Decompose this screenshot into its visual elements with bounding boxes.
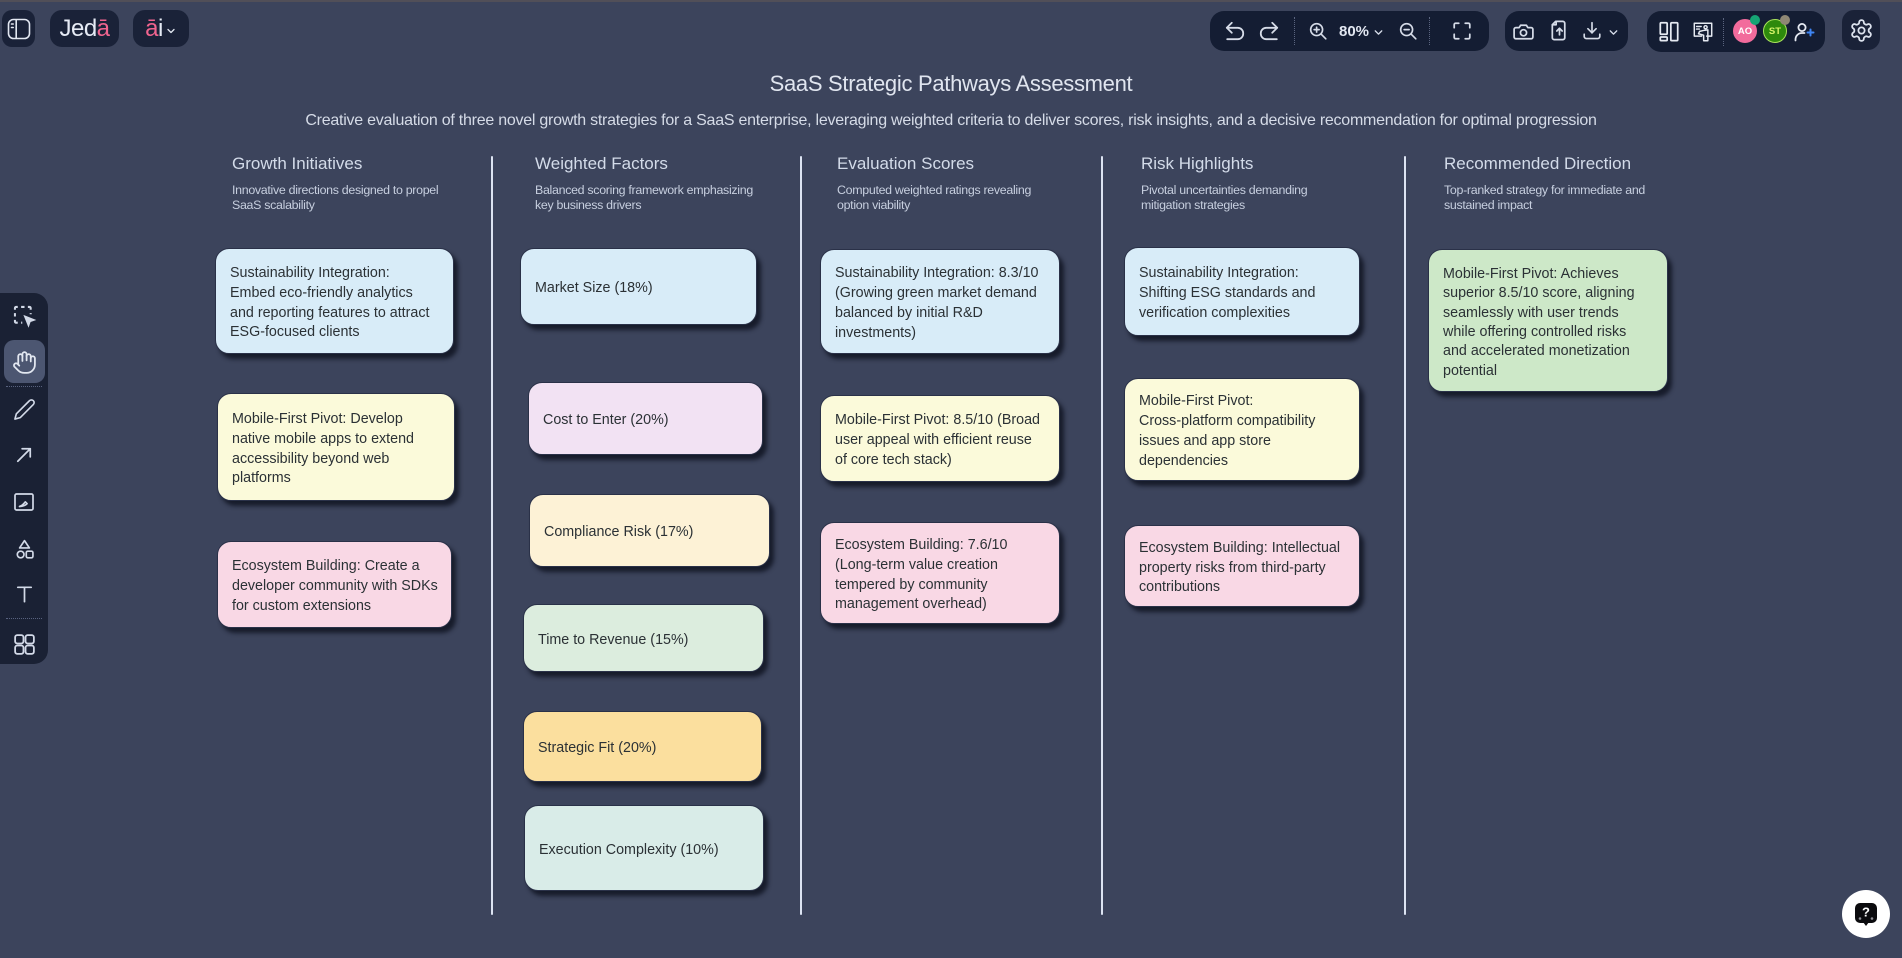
svg-text:?: ? (1862, 905, 1870, 920)
